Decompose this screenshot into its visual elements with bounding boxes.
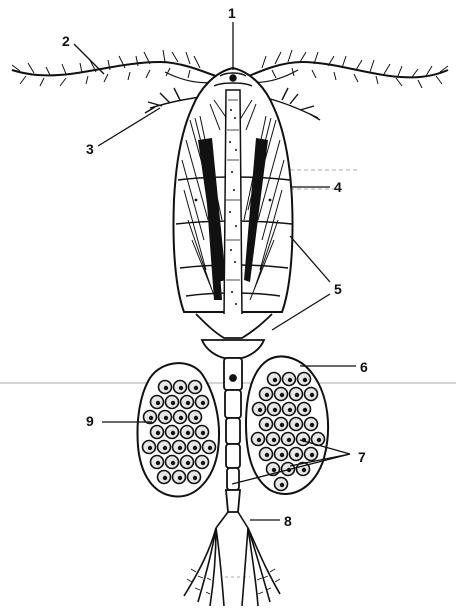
egg-nucleus-left [163, 476, 167, 480]
antennule-left [12, 50, 226, 86]
egg-nucleus-left [186, 461, 190, 465]
egg-nucleus-right [310, 453, 314, 457]
egg-nucleus-left [171, 461, 175, 465]
egg-nucleus-right [288, 378, 292, 382]
label-9: 9 [86, 414, 94, 428]
egg-nucleus-right [280, 453, 284, 457]
label-4: 4 [334, 180, 342, 194]
egg-nucleus-right [295, 453, 299, 457]
egg-nucleus-right [303, 378, 307, 382]
egg-nucleus-right [273, 408, 277, 412]
egg-nucleus-left [163, 446, 167, 450]
egg-nucleus-left [156, 461, 160, 465]
label-6: 6 [360, 360, 368, 374]
egg-nucleus-right [295, 393, 299, 397]
egg-nucleus-left [201, 401, 205, 405]
egg-nucleus-right [265, 423, 269, 427]
egg-nucleus-left [164, 386, 168, 390]
egg-nucleus-left [201, 461, 205, 465]
egg-nucleus-left [179, 386, 183, 390]
egg-nucleus-right [302, 468, 306, 472]
egg-nucleus-right [280, 423, 284, 427]
egg-nucleus-right [273, 378, 277, 382]
egg-nucleus-left [193, 476, 197, 480]
egg-nucleus-right [295, 423, 299, 427]
egg-nucleus-left [201, 431, 205, 435]
egg-nucleus-left [194, 386, 198, 390]
egg-nucleus-right [280, 483, 284, 487]
label-1: 1 [228, 6, 236, 20]
egg-nucleus-left [156, 431, 160, 435]
label-5: 5 [334, 282, 342, 296]
egg-nucleus-left [208, 446, 212, 450]
egg-nucleus-left [171, 431, 175, 435]
egg-nucleus-left [164, 416, 168, 420]
egg-nucleus-right [258, 408, 262, 412]
furca [184, 512, 280, 606]
egg-nucleus-right [257, 438, 261, 442]
egg-nucleus-left [148, 446, 152, 450]
egg-nucleus-right [280, 393, 284, 397]
egg-nucleus-right [265, 393, 269, 397]
egg-nucleus-right [317, 438, 321, 442]
egg-nucleus-left [156, 401, 160, 405]
label-3: 3 [86, 142, 94, 156]
egg-nucleus-right [272, 468, 276, 472]
egg-nucleus-left [193, 446, 197, 450]
egg-nucleus-right [287, 438, 291, 442]
egg-nucleus-left [186, 401, 190, 405]
egg-nucleus-right [272, 438, 276, 442]
egg-nucleus-left [171, 401, 175, 405]
egg-nucleus-left [178, 476, 182, 480]
antennule-right [240, 50, 448, 88]
egg-nucleus-left [179, 416, 183, 420]
egg-nucleus-right [310, 393, 314, 397]
label-8: 8 [284, 514, 292, 528]
egg-nucleus-left [194, 416, 198, 420]
egg-nucleus-left [178, 446, 182, 450]
egg-nucleus-right [288, 408, 292, 412]
egg-nucleus-left [186, 431, 190, 435]
egg-nucleus-right [303, 408, 307, 412]
egg-nucleus-left [149, 416, 153, 420]
label-7: 7 [358, 450, 366, 464]
label-2: 2 [62, 34, 70, 48]
gut [224, 90, 242, 320]
egg-nucleus-right [310, 423, 314, 427]
egg-nucleus-right [265, 453, 269, 457]
